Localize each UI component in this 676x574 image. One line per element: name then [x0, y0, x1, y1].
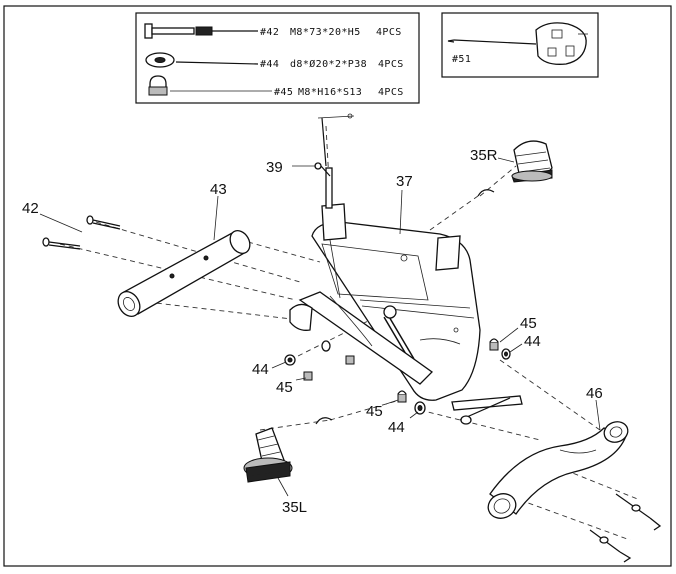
- wrench-icon: [447, 22, 588, 65]
- label-part-35r: 35R: [470, 147, 498, 164]
- label-part-43: 43: [210, 181, 227, 198]
- pedal-strap-right: [477, 189, 495, 197]
- leader-45-left: [295, 377, 307, 381]
- leader-42: [39, 213, 83, 233]
- legend-code-42: #42: [260, 27, 279, 38]
- label-part-46: 46: [586, 385, 603, 402]
- label-part-37: 37: [396, 173, 413, 190]
- tool-code-51: #51: [452, 54, 471, 65]
- bolt-42-lower: [42, 237, 81, 250]
- seat-knob-39: [314, 113, 355, 177]
- legend-code-44: #44: [260, 59, 279, 70]
- leader-37: [399, 189, 403, 235]
- washer-icon: [145, 52, 259, 68]
- bolt-rear-upper: [615, 493, 662, 531]
- leader-45-center: [385, 399, 399, 405]
- legend-qty-45: 4PCS: [378, 87, 404, 98]
- cap-nut-45-left: [303, 355, 355, 381]
- label-part-35l: 35L: [282, 499, 307, 516]
- pedal-strap-left: [315, 417, 333, 425]
- leader-44-center: [409, 411, 419, 419]
- diagram-frame: [3, 5, 672, 567]
- tool-legend-box: [441, 12, 599, 78]
- washer-44-center: [414, 401, 426, 415]
- washer-44-left: [284, 340, 331, 366]
- cap-nut-icon: [148, 75, 272, 96]
- label-part-44-right: 44: [524, 333, 541, 350]
- legend-spec-44: d8*Ø20*2*P38: [290, 58, 367, 70]
- leader-45-right: [499, 327, 519, 343]
- tool-legend: #51: [441, 12, 599, 78]
- main-frame-37: [289, 167, 523, 425]
- hardware-legend: #42 M8*73*20*H5 4PCS #44 d8*Ø20*2*P38 4P…: [135, 12, 420, 104]
- leader-44-left: [271, 361, 287, 369]
- legend-qty-42: 4PCS: [376, 27, 402, 38]
- legend-code-45: #45: [274, 87, 293, 98]
- pedal-left-35l: [243, 427, 293, 483]
- washer-44-right: [501, 348, 511, 360]
- label-part-45-right: 45: [520, 315, 537, 332]
- label-part-45-center: 45: [366, 403, 383, 420]
- bolt-icon: [144, 23, 258, 39]
- label-part-39: 39: [266, 159, 283, 176]
- hardware-legend-box: [135, 12, 420, 104]
- rear-stabilizer-46: [487, 421, 629, 519]
- leader-35r: [497, 157, 515, 163]
- leader-43: [213, 195, 219, 241]
- part-number-labels: 42 43 39 37 35R 45 44 44 45 45 44 46 35L: [22, 147, 603, 516]
- leader-35l: [277, 477, 289, 497]
- bolt-42-upper: [86, 215, 121, 230]
- legend-spec-42: M8*73*20*H5: [290, 27, 361, 38]
- label-part-44-center: 44: [388, 419, 405, 436]
- front-stabilizer-43: [117, 230, 251, 317]
- cap-nut-45-center: [397, 390, 407, 403]
- legend-spec-45: M8*H16*S13: [298, 87, 362, 98]
- label-part-42: 42: [22, 200, 39, 217]
- bolt-rear-lower: [589, 529, 632, 563]
- leader-46: [595, 399, 601, 431]
- leader-44-right: [509, 343, 523, 353]
- pedal-right-35r: [511, 140, 553, 183]
- legend-qty-44: 4PCS: [378, 59, 404, 70]
- label-part-45-left: 45: [276, 379, 293, 396]
- label-part-44-left: 44: [252, 361, 269, 378]
- cap-nut-45-right: [489, 338, 499, 351]
